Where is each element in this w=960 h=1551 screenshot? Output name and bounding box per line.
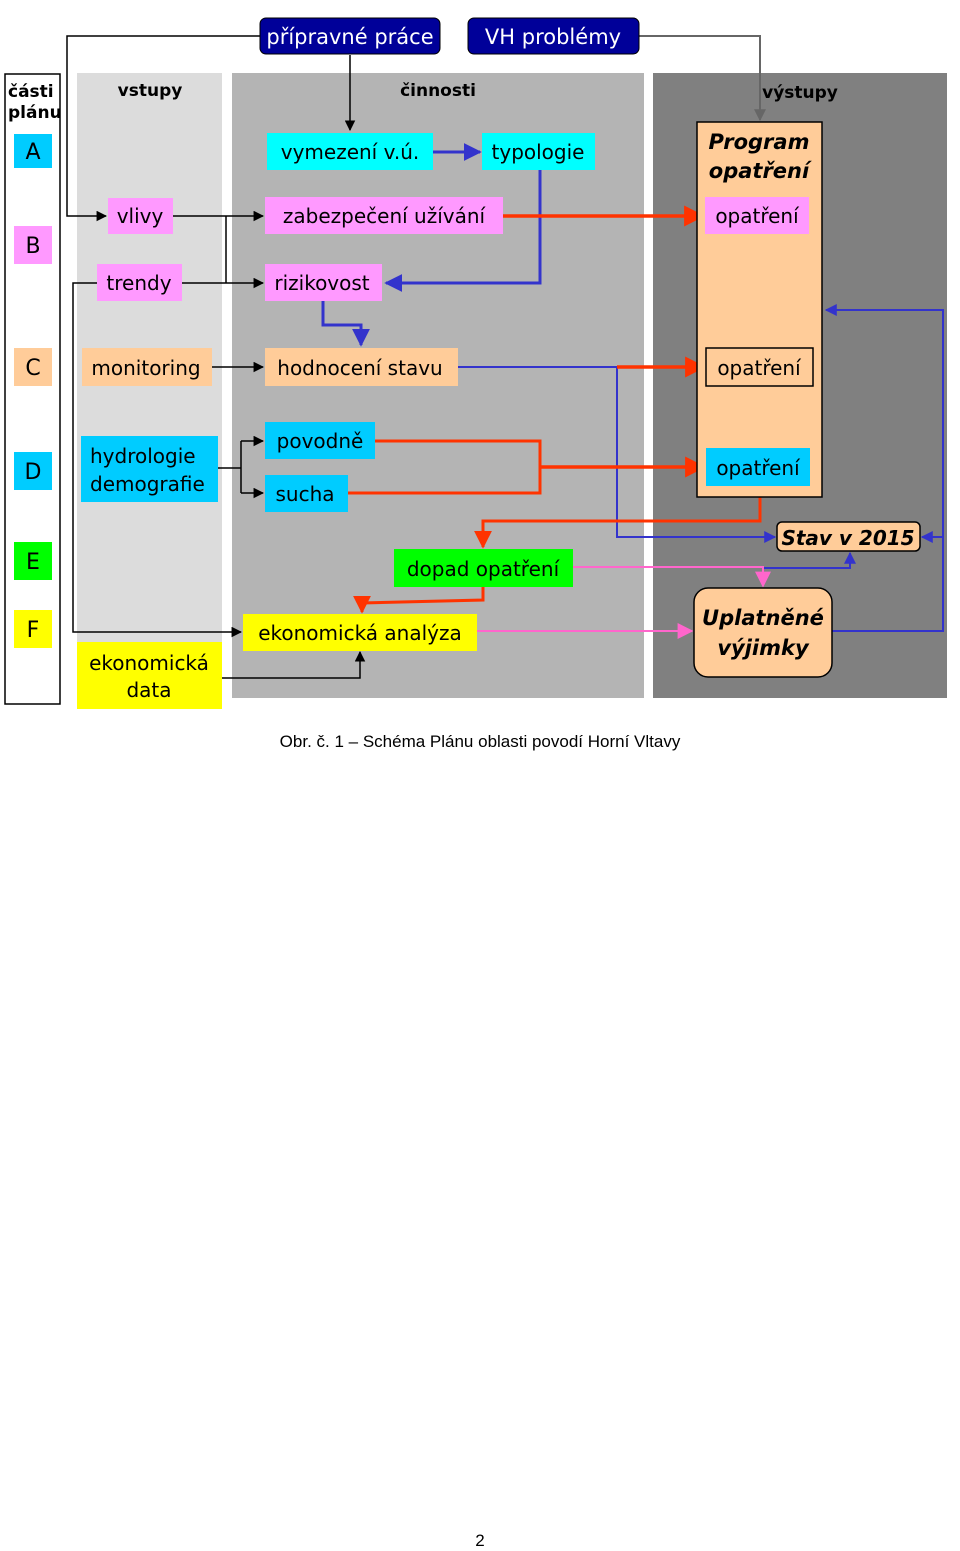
econ-analysis-label: ekonomická analýza bbox=[258, 621, 462, 645]
measure-box-3 bbox=[706, 448, 810, 486]
water-problems-box bbox=[467, 17, 640, 55]
exemptions-label-1: Uplatněné bbox=[702, 606, 824, 630]
arrow-impact-to-exemptions bbox=[573, 566, 771, 588]
program-box bbox=[696, 121, 823, 498]
part-e-label: E bbox=[26, 550, 40, 575]
measure-label-2: opatření bbox=[717, 356, 802, 380]
trends-label: trendy bbox=[106, 271, 171, 295]
arrow-risk-to-status bbox=[321, 301, 370, 347]
exemptions-box bbox=[693, 587, 833, 678]
part-f-box bbox=[14, 610, 52, 648]
state-2015-label: Stav v 2015 bbox=[781, 526, 914, 550]
droughts-label: sucha bbox=[275, 482, 334, 506]
measure-impact-label: dopad opatření bbox=[407, 557, 561, 581]
status-assessment-box bbox=[265, 348, 458, 386]
part-d-label: D bbox=[25, 460, 42, 485]
figure-caption: Obr. č. 1 – Schéma Plánu oblasti povodí … bbox=[279, 732, 681, 751]
floods-box bbox=[265, 422, 375, 459]
outputs-header: výstupy bbox=[762, 83, 838, 103]
parts-header-1: části bbox=[8, 82, 54, 102]
measure-label-1: opatření bbox=[715, 204, 800, 228]
parts-header-2: plánu bbox=[8, 103, 62, 123]
arrow-problems-to-outputs bbox=[639, 35, 766, 122]
trends-box bbox=[97, 264, 182, 301]
typology-box bbox=[482, 133, 595, 170]
state-2015-box bbox=[776, 521, 921, 552]
part-a-box bbox=[14, 134, 52, 168]
riskiness-label: rizikovost bbox=[274, 271, 369, 295]
program-label-2: opatření bbox=[709, 159, 812, 183]
plan-schema-diagram: části plánu vstupy činnosti výstupy A B … bbox=[4, 17, 947, 709]
plan-parts-column bbox=[4, 73, 61, 705]
water-problems-label: VH problémy bbox=[485, 25, 621, 49]
typology-label: typologie bbox=[492, 140, 585, 164]
hydrology-label-1: hydrologie bbox=[90, 444, 196, 468]
arrow-exemptions-loop bbox=[824, 304, 944, 632]
droughts-box bbox=[265, 475, 348, 512]
arrow-typology-to-risk bbox=[384, 170, 542, 292]
influences-label: vlivy bbox=[117, 204, 164, 228]
riskiness-box bbox=[265, 264, 382, 301]
arrow-preparatory-to-influences bbox=[66, 35, 260, 222]
page-number: 2 bbox=[475, 1531, 485, 1550]
arrow-trends-to-econ-analysis bbox=[72, 282, 243, 638]
part-b-box bbox=[14, 226, 52, 264]
status-assessment-label: hodnocení stavu bbox=[277, 356, 442, 380]
arrow-econ-data-to-analysis bbox=[222, 650, 366, 679]
floods-label: povodně bbox=[277, 429, 364, 453]
part-d-box bbox=[14, 452, 52, 490]
part-c-box bbox=[14, 348, 52, 386]
arrow-status-to-state-2015 bbox=[458, 366, 777, 543]
hydrology-box bbox=[81, 436, 218, 502]
measure-box-1 bbox=[705, 197, 809, 234]
arrow-program-to-impact bbox=[474, 497, 762, 549]
econ-data-label-1: ekonomická bbox=[89, 651, 209, 675]
activities-header: činnosti bbox=[400, 81, 476, 101]
delineation-label: vymezení v.ú. bbox=[281, 140, 420, 164]
use-security-box bbox=[265, 197, 503, 234]
use-security-label: zabezpečení užívání bbox=[283, 204, 487, 228]
monitoring-box bbox=[82, 348, 212, 386]
arrow-impact-to-state-2015 bbox=[762, 551, 856, 569]
program-label-1: Program bbox=[709, 130, 810, 154]
econ-analysis-box bbox=[243, 614, 477, 651]
preparatory-label: přípravné práce bbox=[266, 25, 433, 49]
delineation-box bbox=[267, 133, 433, 170]
exemptions-label-2: výjimky bbox=[717, 636, 810, 660]
econ-data-label-2: data bbox=[126, 678, 171, 702]
monitoring-label: monitoring bbox=[91, 356, 200, 380]
arrow-impact-to-econ bbox=[353, 587, 485, 614]
measure-label-3: opatření bbox=[716, 456, 801, 480]
econ-data-box bbox=[77, 642, 222, 709]
measure-impact-box bbox=[394, 549, 573, 587]
preparatory-box bbox=[259, 17, 441, 55]
measure-box-2 bbox=[705, 347, 814, 387]
part-c-label: C bbox=[25, 356, 40, 381]
part-f-label: F bbox=[27, 618, 40, 643]
influences-box bbox=[108, 198, 173, 234]
part-e-box bbox=[14, 542, 52, 580]
part-b-label: B bbox=[25, 234, 40, 259]
hydrology-label-2: demografie bbox=[90, 472, 205, 496]
part-a-label: A bbox=[25, 140, 40, 165]
inputs-header: vstupy bbox=[118, 81, 183, 101]
